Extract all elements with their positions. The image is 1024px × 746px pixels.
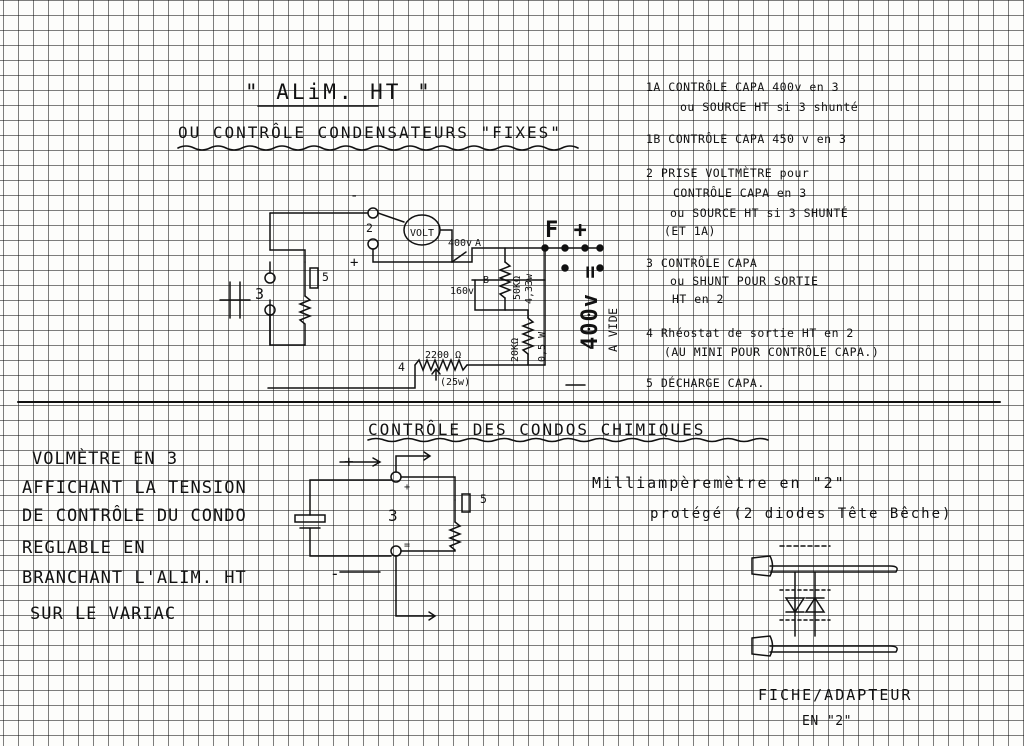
- page-title: " ALiM. HT ": [245, 80, 433, 104]
- resistor-5: [297, 295, 313, 346]
- resistor-50k: [497, 261, 513, 299]
- label-4-c1: 4: [398, 360, 406, 374]
- label-3-c1: 3: [255, 285, 265, 303]
- terminal-2-minus: [367, 207, 379, 219]
- subtitle-wavy-underline: [177, 145, 579, 151]
- note-line: CONTRÔLE CAPA en 3: [673, 186, 807, 200]
- vide-value: 400v =: [578, 264, 603, 350]
- vide-text: A VIDE: [606, 307, 620, 352]
- c2-minus: -: [330, 564, 341, 583]
- resistor-50k-watts: 4,33w: [524, 273, 535, 304]
- label-160v: 160v: [450, 286, 475, 297]
- note-line: 1B CONTRÔLE CAPA 450 v en 3: [646, 132, 847, 146]
- note-line: (ET 1A): [664, 224, 716, 238]
- note-line: 5 DÉCHARGE CAPA.: [646, 376, 765, 390]
- resistor-c2: [400, 521, 463, 552]
- terminal-3-minus: [390, 545, 402, 557]
- note-line: 3 CONTRÔLE CAPA: [646, 256, 758, 270]
- switch: [451, 251, 467, 263]
- node-b: B: [483, 275, 490, 286]
- plug-bottom: [751, 635, 774, 657]
- note-line: 1A CONTRÔLE CAPA 400v en 3: [646, 80, 840, 94]
- fiche-line-1: FICHE/ADAPTEUR: [758, 686, 913, 704]
- circuit1-minus: -: [350, 188, 359, 204]
- rheostat-watts: (25w): [440, 377, 471, 388]
- resistor-20k: [520, 317, 536, 355]
- pushbutton-5: [454, 493, 471, 523]
- section2-title: CONTRÔLE DES CONDOS CHIMIQUES: [368, 420, 706, 439]
- left-text-line: REGLABLE EN: [22, 538, 146, 558]
- milliammeter-line-2: protégé (2 diodes Tête Bêche): [650, 506, 953, 522]
- note-line: (AU MINI POUR CONTRÔLE CAPA.): [664, 345, 880, 359]
- left-text-line: VOLMÈTRE EN 3: [32, 449, 179, 469]
- terminal-3-top: [264, 272, 276, 284]
- left-text-line: BRANCHANT L'ALIM. HT: [22, 568, 247, 588]
- left-text-line: DE CONTRÔLE DU CONDO: [22, 506, 247, 526]
- terminal-2-plus: [367, 238, 379, 250]
- label-400v: 400v: [448, 238, 473, 249]
- wire-bottom: [267, 364, 416, 389]
- adapter-drawing: [751, 545, 898, 657]
- wire-2plus: [372, 248, 453, 263]
- c2-label-3: 3: [388, 506, 399, 525]
- wire-meter-right: [439, 229, 453, 263]
- resistor-50k-value: 50KΩ: [512, 275, 523, 300]
- c2-term-plus: +: [404, 482, 411, 493]
- resistor-20k-watts: 0,5 W: [537, 331, 548, 362]
- circuit-2: [294, 451, 471, 621]
- rheostat: [414, 357, 468, 373]
- c2-label-5: 5: [480, 492, 488, 506]
- circuit1-label-2: 2: [366, 221, 374, 235]
- wire-to-a: [451, 247, 601, 263]
- note-line: 4 Rhéostat de sortie HT en 2: [646, 326, 854, 340]
- push-button: [304, 261, 319, 297]
- note-line: 2 PRISE VOLTMÈTRE pour: [646, 166, 810, 180]
- c2-plus: +: [344, 452, 355, 471]
- electrolytic-cap: [294, 514, 326, 529]
- c2-term-eq: =: [404, 540, 411, 551]
- section2-wavy-underline: [367, 437, 769, 443]
- fiche-line-2: EN "2": [802, 714, 852, 729]
- page-subtitle: OU CONTRÔLE CONDENSATEURS "FIXES": [178, 123, 562, 142]
- terminal-3-plus: [390, 471, 402, 483]
- capacitor: [219, 281, 251, 319]
- left-text-line: AFFICHANT LA TENSION: [22, 478, 247, 498]
- left-text-line: SUR LE VARIAC: [30, 604, 177, 624]
- wire-left-loop: [269, 299, 306, 346]
- note-line: HT en 2: [672, 292, 724, 306]
- f-plus-label: F +: [545, 218, 588, 243]
- resistor-20k-value: 20KΩ: [510, 337, 521, 362]
- wire-meter-top: [377, 212, 405, 223]
- circuit-1: [219, 207, 604, 389]
- plug-top: [751, 555, 774, 577]
- milliammeter-line-1: Milliampèremètre en "2": [592, 474, 846, 492]
- diode-2: [804, 596, 826, 613]
- label-5-c1: 5: [322, 270, 330, 284]
- diode-1: [784, 597, 806, 614]
- note-line: ou SOURCE HT si 3 shunté: [680, 100, 859, 114]
- voltmeter-label: VOLT: [410, 228, 435, 239]
- note-line: ou SOURCE HT si 3 SHUNTÉ: [670, 206, 849, 220]
- rheostat-value: 2200 Ω: [425, 350, 462, 361]
- note-line: ou SHUNT POUR SORTIE: [670, 274, 819, 288]
- node-a: A: [475, 238, 482, 249]
- circuit1-plus: +: [350, 255, 359, 271]
